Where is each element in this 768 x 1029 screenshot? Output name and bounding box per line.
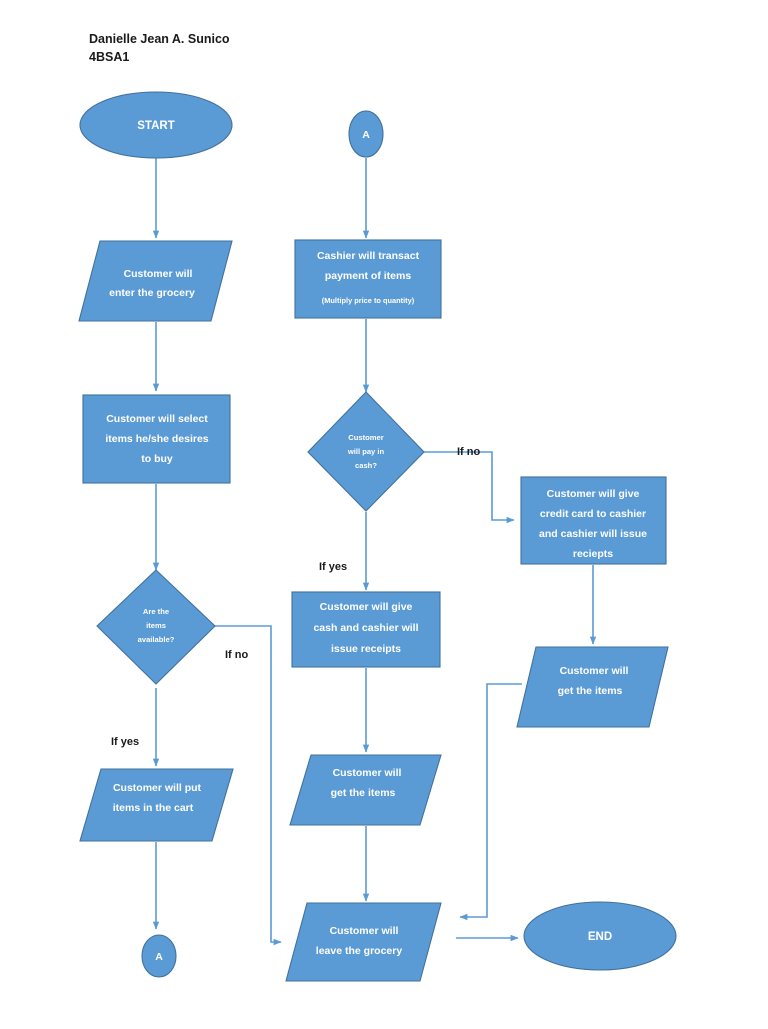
get-items-mid-line1: Customer will [333,767,402,779]
end-label: END [588,931,612,943]
leave-grocery-line2: leave the grocery [316,945,403,957]
connector-getitems-right-to-leave [459,683,522,921]
items-available-line3: available? [138,635,175,644]
author-section: 4BSA1 [89,50,129,64]
node-start[interactable]: START [79,91,233,159]
get-items-right-line1: Customer will [560,665,629,677]
give-credit-card-rect [520,476,667,565]
get-items-mid-line2: get the items [331,787,396,799]
leave-grocery-line1: Customer will [330,925,399,937]
give-credit-card-line4: reciepts [573,548,613,560]
pay-in-cash-diamond [307,391,425,512]
items-available-line1: Are the [143,607,169,616]
connector-a-bottom-label: A [155,951,163,963]
connector-a-top-circle [348,110,384,158]
items-available-line2: items [146,621,166,630]
put-in-cart-parallelogram [79,768,234,842]
cashier-transact-note: (Multiply price to quantity) [322,296,415,305]
node-connector-a-top[interactable]: A [348,110,384,158]
put-in-cart-line1: Customer will put [113,782,202,794]
items-available-diamond [96,569,216,685]
start-label: START [137,120,174,132]
pay-in-cash-line1: Customer [348,433,383,442]
node-enter-grocery[interactable]: Customer will enter the grocery [78,240,233,322]
cashier-transact-rect [294,239,442,319]
connector-cash-no-to-creditcard [424,451,515,524]
edge-label-cash-yes: If yes [319,561,347,573]
edge-label-available-yes: If yes [111,736,139,748]
node-give-credit-card[interactable]: Customer will give credit card to cashie… [520,476,667,565]
cashier-transact-line1: Cashier will transact [317,250,420,262]
node-end[interactable]: END [523,901,677,971]
node-get-items-right[interactable]: Customer will get the items [516,646,669,728]
give-credit-card-line2: credit card to cashier [540,508,646,520]
node-put-in-cart[interactable]: Customer will put items in the cart [79,768,234,842]
get-items-right-parallelogram [516,646,669,728]
get-items-mid-parallelogram [289,754,442,826]
pay-in-cash-line2: will pay in [347,447,385,456]
put-in-cart-line2: items in the cart [113,802,194,814]
cashier-transact-line2: payment of items [325,270,412,282]
node-items-available[interactable]: Are the items available? [96,569,216,685]
connector-a-top-label: A [362,129,370,141]
header-block: Danielle Jean A. Sunico 4BSA1 [89,32,230,64]
connector-a-bottom-circle [141,934,177,978]
edge-label-layer: If no If yes If no If yes [111,446,480,748]
edge-label-available-no: If no [225,649,248,661]
give-cash-line3: issue receipts [331,643,401,655]
edge-label-cash-no: If no [457,446,480,458]
select-items-rect [82,394,231,484]
select-items-line2: items he/she desires [105,433,208,445]
get-items-right-line2: get the items [558,685,623,697]
pay-in-cash-line3: cash? [355,461,377,470]
give-credit-card-line1: Customer will give [547,488,640,500]
give-cash-rect [291,591,441,668]
node-give-cash[interactable]: Customer will give cash and cashier will… [291,591,441,668]
give-credit-card-line3: and cashier will issue [539,528,647,540]
select-items-line3: to buy [141,453,173,465]
node-leave-grocery[interactable]: Customer will leave the grocery [285,902,442,982]
enter-grocery-line1: Customer will [124,268,193,280]
end-oval [523,901,677,971]
give-cash-line2: cash and cashier will [313,622,418,634]
select-items-line1: Customer will select [106,413,208,425]
node-pay-in-cash[interactable]: Customer will pay in cash? [307,391,425,512]
start-oval [79,91,233,159]
node-connector-a-bottom[interactable]: A [141,934,177,978]
node-get-items-mid[interactable]: Customer will get the items [289,754,442,826]
author-name: Danielle Jean A. Sunico [89,32,230,46]
node-cashier-transact[interactable]: Cashier will transact payment of items (… [294,239,442,319]
enter-grocery-parallelogram [78,240,233,322]
leave-grocery-parallelogram [285,902,442,982]
connector-layer [152,157,597,946]
give-cash-line1: Customer will give [320,601,413,613]
enter-grocery-line2: enter the grocery [109,287,195,299]
node-select-items[interactable]: Customer will select items he/she desire… [82,394,231,484]
connector-available-no-to-leave [215,625,282,946]
